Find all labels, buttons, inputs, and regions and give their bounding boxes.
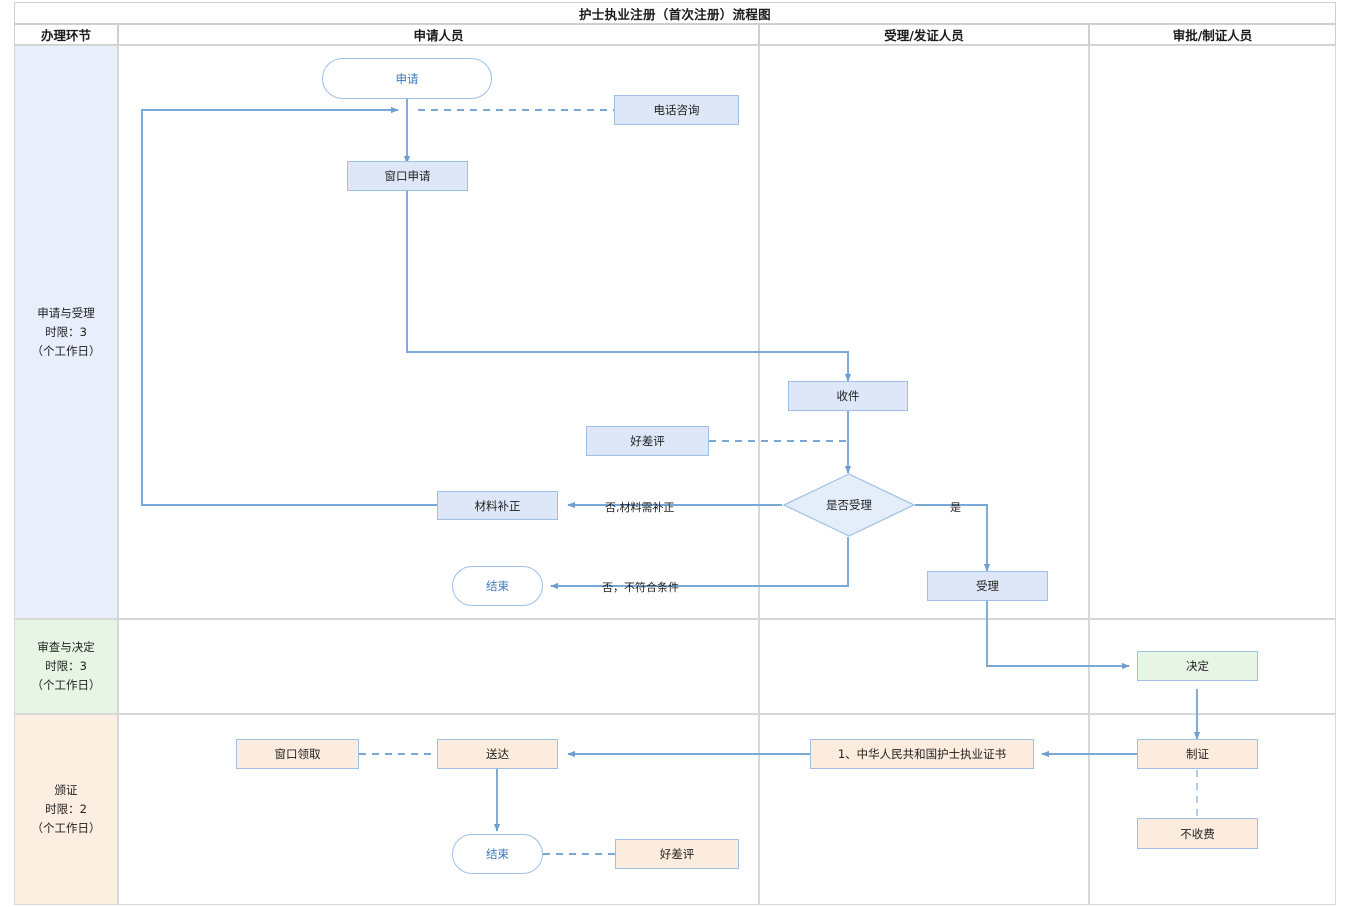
node-receive-documents[interactable]: 收件 [788,381,908,411]
edge-label-need-correction: 否,材料需补正 [605,501,675,514]
node-window-pickup[interactable]: 窗口领取 [236,739,359,769]
stage-unit-3: （个工作日） [31,821,101,835]
edge-label-yes: 是 [950,501,961,514]
node-decision-accept[interactable]: 是否受理 [783,473,915,537]
node-decision-result[interactable]: 决定 [1137,651,1258,681]
node-service-rating-2[interactable]: 好差评 [615,839,739,869]
stage-cell-review: 审查与决定 时限：3 （个工作日） [14,619,118,714]
column-header-accept: 受理/发证人员 [759,24,1089,45]
node-service-rating-1[interactable]: 好差评 [586,426,709,456]
node-material-correction[interactable]: 材料补正 [437,491,558,520]
lane-approve-row1 [1089,45,1336,619]
stage-name-2: 审查与决定 [37,640,95,654]
stage-limit-1: 时限：3 [45,324,87,339]
lane-accept-row2 [759,619,1089,714]
node-phone-consult[interactable]: 电话咨询 [614,95,739,125]
node-window-application[interactable]: 窗口申请 [347,161,468,191]
column-header-approve-label: 审批/制证人员 [1172,28,1253,43]
column-header-apply: 申请人员 [118,24,759,45]
diamond-shape-icon [783,473,915,537]
column-header-stage: 办理环节 [14,24,118,45]
edge-label-not-qualified: 否，不符合条件 [602,581,679,594]
stage-unit-1: （个工作日） [31,343,101,358]
node-certificate-item[interactable]: 1、中华人民共和国护士执业证书 [810,739,1034,769]
column-header-approve: 审批/制证人员 [1089,24,1336,45]
chart-title-bar: 护士执业注册（首次注册）流程图 [14,2,1336,24]
stage-cell-application: 申请与受理 时限：3 （个工作日） [14,45,118,619]
stage-limit-3: 时限：2 [45,802,87,816]
node-make-certificate[interactable]: 制证 [1137,739,1258,769]
node-apply[interactable]: 申请 [322,58,492,99]
column-header-accept-label: 受理/发证人员 [884,28,964,43]
node-accept-case[interactable]: 受理 [927,571,1048,601]
node-end-1[interactable]: 结束 [452,566,543,606]
stage-limit-2: 时限：3 [45,659,87,673]
lane-apply-row1 [118,45,759,619]
column-header-apply-label: 申请人员 [413,28,464,43]
node-decision-accept-label: 是否受理 [826,498,872,512]
stage-unit-2: （个工作日） [31,678,101,692]
node-no-fee[interactable]: 不收费 [1137,818,1258,849]
stage-cell-certificate: 颁证 时限：2 （个工作日） [14,714,118,905]
stage-name-1: 申请与受理 [37,305,95,320]
lane-apply-row2 [118,619,759,714]
column-header-stage-label: 办理环节 [40,28,91,43]
page-title: 护士执业注册（首次注册）流程图 [578,6,771,22]
node-end-2[interactable]: 结束 [452,834,543,874]
node-deliver[interactable]: 送达 [437,739,558,769]
stage-name-3: 颁证 [54,783,78,797]
